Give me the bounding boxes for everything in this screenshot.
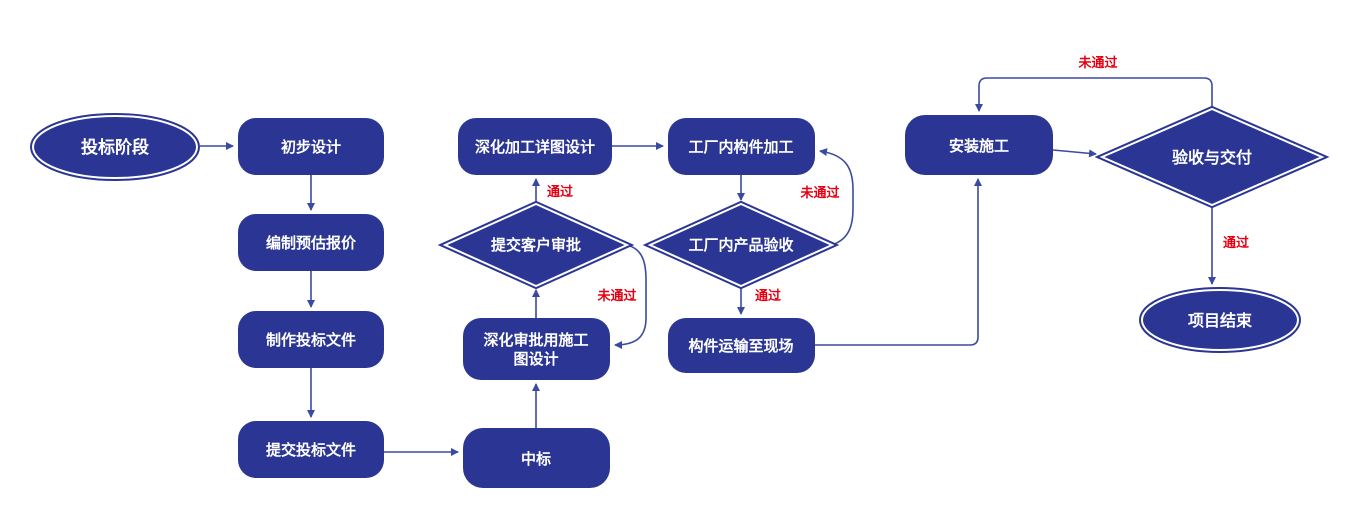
node-installation: 安装施工 xyxy=(905,115,1053,175)
edge-approval-fail-loop xyxy=(614,244,647,349)
edge-label-pass-delivery: 通过 xyxy=(1223,235,1249,250)
node-customer-approval: 提交客户审批 xyxy=(437,200,635,290)
node-detail-drawing: 深化加工详图设计 xyxy=(458,118,612,175)
node-win-bid-label: 中标 xyxy=(521,450,551,468)
node-make-bid-docs: 制作投标文件 xyxy=(238,311,384,368)
node-submit-bid-docs: 提交投标文件 xyxy=(238,421,384,478)
node-project-end: 项目结束 xyxy=(1139,287,1301,353)
node-factory-processing-label: 工厂内构件加工 xyxy=(688,138,793,156)
node-submit-bid-docs-label: 提交投标文件 xyxy=(266,441,356,459)
node-preliminary-design: 初步设计 xyxy=(238,118,384,175)
edge-label-fail-factory: 未通过 xyxy=(799,185,839,200)
node-make-bid-docs-label: 制作投标文件 xyxy=(266,331,356,349)
node-factory-processing: 工厂内构件加工 xyxy=(668,118,815,175)
node-detail-drawing-label: 深化加工详图设计 xyxy=(475,138,595,156)
node-win-bid: 中标 xyxy=(463,428,610,488)
node-estimate-quote: 编制预估报价 xyxy=(238,214,384,271)
node-construction-drawing-label-line2: 图设计 xyxy=(513,350,558,368)
edge-label-fail-approval: 未通过 xyxy=(596,288,636,303)
edge-installation-to-acceptancedelivery xyxy=(1052,149,1097,158)
node-acceptance-delivery-label: 验收与交付 xyxy=(1172,148,1252,167)
node-estimate-quote-label: 编制预估报价 xyxy=(266,234,357,252)
node-project-end-label: 项目结束 xyxy=(1188,311,1253,330)
edge-acceptancedelivery-fail-loop xyxy=(975,77,1213,112)
node-factory-acceptance-label: 工厂内产品验收 xyxy=(688,236,793,254)
node-factory-acceptance: 工厂内产品验收 xyxy=(642,200,840,290)
node-bid-phase-label: 投标阶段 xyxy=(81,137,149,157)
node-construction-drawing-label-line1: 深化审批用施工 xyxy=(483,331,588,349)
node-customer-approval-label: 提交客户审批 xyxy=(491,236,581,254)
edge-factoryacceptance-fail-loop xyxy=(819,148,854,246)
edge-label-pass-approval: 通过 xyxy=(547,184,573,199)
node-construction-drawing: 深化审批用施工 图设计 xyxy=(463,318,610,380)
node-installation-label: 安装施工 xyxy=(949,137,1009,155)
edge-label-fail-delivery: 未通过 xyxy=(1077,55,1117,70)
edge-label-pass-factory: 通过 xyxy=(755,288,781,303)
node-preliminary-design-label: 初步设计 xyxy=(281,138,341,156)
node-transport-to-site-label: 构件运输至现场 xyxy=(688,337,793,355)
node-transport-to-site: 构件运输至现场 xyxy=(668,318,815,373)
edge-transport-to-installation xyxy=(815,178,982,346)
node-bid-phase: 投标阶段 xyxy=(30,113,200,181)
node-acceptance-delivery: 验收与交付 xyxy=(1094,105,1330,209)
